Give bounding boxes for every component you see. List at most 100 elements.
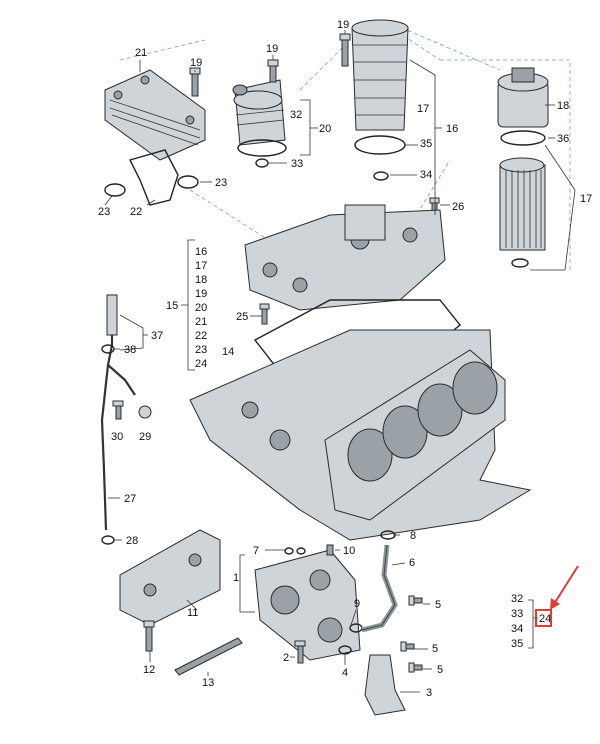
bolt-25 [259, 303, 270, 325]
seal-ring-17-bottom [511, 258, 529, 268]
bolt-12 [143, 620, 155, 652]
oil-cooler [104, 69, 206, 161]
seal-ring-28 [101, 535, 115, 545]
label-13: 13 [202, 677, 214, 689]
bolt-5-b [400, 641, 415, 652]
seal-ring-33 [255, 158, 269, 168]
label-22: 22 [130, 206, 142, 218]
engine-mount-bracket [119, 529, 221, 626]
label-19-b: 19 [266, 43, 278, 55]
list-right-item-1: 32 [511, 593, 523, 605]
sleeve-7 [284, 547, 306, 555]
label-25: 25 [236, 311, 248, 323]
brackets [119, 59, 576, 649]
label-4: 4 [342, 667, 348, 679]
oil-pipe [361, 544, 398, 633]
list15-item-4: 19 [195, 288, 207, 300]
label-8: 8 [410, 530, 416, 542]
label-3: 3 [426, 687, 432, 699]
highlight-arrow-icon [553, 565, 579, 605]
list15-item-7: 22 [195, 330, 207, 342]
label-28: 28 [126, 535, 138, 547]
bolt-2 [294, 640, 306, 664]
seal-ring-34 [373, 171, 389, 181]
list15-item-6: 21 [195, 316, 207, 328]
bolt-5-a [408, 595, 423, 606]
label-19-c: 19 [337, 19, 349, 31]
oil-filter-cartridge [499, 157, 546, 251]
highlight-annotation [535, 565, 579, 627]
label-36: 36 [557, 133, 569, 145]
dipstick [100, 294, 136, 531]
label-11: 11 [187, 607, 198, 619]
bolt-19-b [267, 59, 279, 83]
list15-item-1: 16 [195, 246, 207, 258]
label-30: 30 [111, 431, 123, 443]
label-6: 6 [409, 557, 415, 569]
label-21: 21 [135, 47, 147, 59]
rod-13 [174, 637, 243, 676]
label-27: 27 [124, 493, 136, 505]
label-12: 12 [143, 664, 155, 676]
label-29: 29 [139, 431, 151, 443]
label-35: 35 [420, 138, 432, 150]
bolt-5-c [408, 662, 423, 673]
seal-ring-4 [338, 645, 352, 655]
label-26: 26 [452, 201, 464, 213]
label-17-b: 17 [580, 193, 592, 205]
label-23-b: 23 [215, 177, 227, 189]
seal-ring-36 [500, 130, 546, 146]
seal-ring-32 [237, 139, 287, 157]
label-9: 9 [354, 598, 360, 610]
label-37: 37 [151, 330, 163, 342]
oil-filter-cap [497, 67, 549, 128]
label-16: 16 [446, 123, 458, 135]
list15-item-9: 24 [195, 358, 207, 370]
list15-item-8: 23 [195, 344, 207, 356]
leader-lines [104, 30, 555, 693]
oil-filter-bracket [244, 204, 446, 311]
label-23-a: 23 [98, 206, 110, 218]
label-5-c: 5 [437, 664, 443, 676]
label-17-a: 17 [417, 103, 429, 115]
label-24-highlighted: 24 [539, 613, 551, 625]
label-33: 33 [291, 158, 303, 170]
label-19-a: 19 [190, 57, 202, 69]
label-18: 18 [557, 100, 569, 112]
label-7: 7 [253, 545, 259, 557]
label-32: 32 [290, 109, 302, 121]
label-1: 1 [233, 572, 239, 584]
label-38: 38 [124, 344, 136, 356]
label-5-b: 5 [432, 643, 438, 655]
part-labels: 21 19 19 19 20 32 33 23 22 23 17 16 35 3… [98, 19, 592, 699]
cylinder-block [189, 329, 532, 541]
list15-item-5: 20 [195, 302, 207, 314]
label-2: 2 [283, 652, 289, 664]
list15-item-3: 18 [195, 274, 207, 286]
list-right-item-4: 35 [511, 638, 523, 650]
list-right-item-2: 33 [511, 608, 523, 620]
bolt-19-a [189, 67, 201, 97]
bolt-19-c [339, 33, 351, 67]
label-list-15: 16 17 18 19 20 21 22 23 24 [195, 246, 207, 370]
seal-ring-23-left [104, 183, 126, 197]
list-right-item-3: 34 [511, 623, 523, 635]
oil-cooler-gasket [128, 149, 179, 206]
seal-ring-38 [101, 344, 115, 354]
label-5-a: 5 [435, 599, 441, 611]
filter-tower [351, 19, 409, 131]
filter-housing [232, 79, 286, 146]
label-14: 14 [222, 346, 234, 358]
seal-ring-35 [354, 135, 406, 155]
label-34: 34 [420, 169, 432, 181]
nut-29 [138, 405, 152, 419]
pin-10 [326, 544, 334, 556]
bolt-30 [112, 400, 124, 420]
label-10: 10 [343, 545, 355, 557]
label-15: 15 [166, 300, 178, 312]
label-20: 20 [319, 123, 331, 135]
label-list-right: 32 33 34 35 [511, 593, 523, 650]
oil-pickup [364, 654, 406, 716]
list15-item-2: 17 [195, 260, 207, 272]
